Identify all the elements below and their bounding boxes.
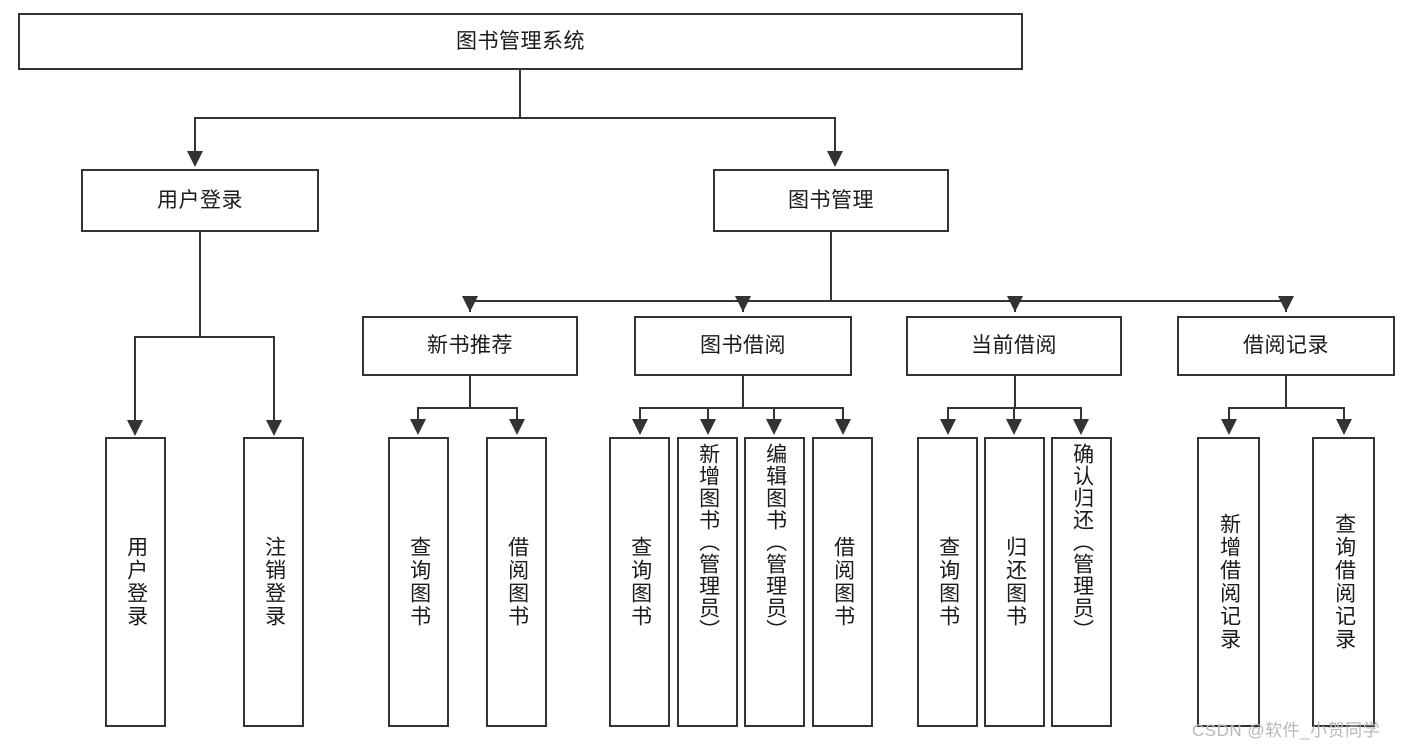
arrowhead-borrow-records (1278, 296, 1294, 312)
connector-bb-leaf-2 (707, 407, 709, 421)
connector-nb-leaf-2 (516, 407, 518, 421)
connector-br-leaf-1 (1228, 407, 1230, 421)
connector-bb-leaf-3 (773, 407, 775, 421)
leaf-add-book-admin[interactable]: 新增图书（管理员） (677, 437, 738, 727)
arrowhead-nb-leaf-1 (410, 419, 426, 435)
arrowhead-bb-leaf-3 (766, 419, 782, 435)
arrowhead-book-borrow (735, 296, 751, 312)
leaf-label: 借阅图书 (505, 536, 529, 628)
connector-borrow-records-stem (1285, 376, 1287, 408)
leaf-label: 编辑图书（管理员） (763, 443, 787, 641)
arrowhead-bb-leaf-2 (700, 419, 716, 435)
arrowhead-cb-leaf-3 (1073, 419, 1089, 435)
connector-user-login-bus (135, 336, 275, 338)
arrowhead-nb-leaf-2 (509, 419, 525, 435)
arrowhead-leaf-user-login (127, 420, 143, 436)
connector-book-management-bus (470, 300, 1286, 302)
leaf-return-book[interactable]: 归还图书 (984, 437, 1045, 727)
leaf-label: 借阅图书 (831, 536, 855, 628)
node-current-borrow[interactable]: 当前借阅 (906, 316, 1122, 376)
connector-current-borrow-stem (1014, 376, 1016, 408)
node-label: 新书推荐 (427, 334, 513, 358)
node-user-login[interactable]: 用户登录 (81, 169, 319, 232)
node-book-management[interactable]: 图书管理 (713, 169, 949, 232)
connector-book-management-stem (830, 232, 832, 301)
arrowhead-br-leaf-2 (1336, 419, 1352, 435)
connector-nb-leaf-1 (417, 407, 419, 421)
connector-user-login-leaf-2 (273, 336, 275, 422)
leaf-query-book-recommend[interactable]: 查询图书 (388, 437, 449, 727)
connector-root-bus (195, 117, 835, 119)
connector-root-to-book-management (834, 117, 836, 153)
arrowhead-leaf-logout (266, 420, 282, 436)
leaf-query-book-current[interactable]: 查询图书 (917, 437, 978, 727)
node-book-borrow[interactable]: 图书借阅 (634, 316, 852, 376)
leaf-label: 查询图书 (407, 536, 431, 628)
arrowhead-user-login (187, 151, 203, 167)
node-label: 图书借阅 (700, 334, 786, 358)
leaf-label: 用户登录 (124, 536, 148, 628)
node-label: 图书管理系统 (456, 29, 585, 53)
arrowhead-bb-leaf-4 (835, 419, 851, 435)
leaf-query-book-borrow[interactable]: 查询图书 (609, 437, 670, 727)
leaf-label: 注销登录 (262, 536, 286, 628)
connector-new-book-bus (418, 407, 518, 409)
arrowhead-cb-leaf-1 (940, 419, 956, 435)
node-label: 当前借阅 (971, 334, 1057, 358)
arrowhead-book-management (827, 151, 843, 167)
connector-book-borrow-stem (742, 376, 744, 408)
leaf-borrow-book-recommend[interactable]: 借阅图书 (486, 437, 547, 727)
leaf-confirm-return-admin[interactable]: 确认归还（管理员） (1051, 437, 1112, 727)
connector-cb-leaf-3 (1080, 407, 1082, 421)
connector-bb-leaf-1 (639, 407, 641, 421)
leaf-add-borrow-record[interactable]: 新增借阅记录 (1197, 437, 1260, 727)
connector-root-stem (519, 70, 521, 118)
leaf-logout[interactable]: 注销登录 (243, 437, 304, 727)
leaf-label: 新增图书（管理员） (696, 443, 720, 641)
node-label: 图书管理 (788, 188, 874, 212)
arrowhead-current-borrow (1007, 296, 1023, 312)
arrowhead-new-book-recommend (462, 296, 478, 312)
leaf-query-borrow-record[interactable]: 查询借阅记录 (1312, 437, 1375, 727)
csdn-watermark: CSDN @软件_小贺同学 (1192, 721, 1381, 740)
connector-book-borrow-bus (640, 407, 844, 409)
leaf-label: 查询图书 (936, 536, 960, 628)
arrowhead-bb-leaf-1 (632, 419, 648, 435)
leaf-label: 新增借阅记录 (1217, 513, 1241, 651)
node-label: 借阅记录 (1243, 334, 1329, 358)
node-borrow-records[interactable]: 借阅记录 (1177, 316, 1395, 376)
connector-cb-leaf-2 (1013, 407, 1015, 421)
connector-new-book-stem (469, 376, 471, 408)
node-label: 用户登录 (157, 188, 243, 212)
leaf-label: 查询图书 (628, 536, 652, 628)
node-root-book-management-system[interactable]: 图书管理系统 (18, 13, 1023, 70)
leaf-edit-book-admin[interactable]: 编辑图书（管理员） (744, 437, 805, 727)
connector-bb-leaf-4 (842, 407, 844, 421)
leaf-borrow-book[interactable]: 借阅图书 (812, 437, 873, 727)
leaf-label: 查询借阅记录 (1332, 513, 1356, 651)
connector-current-borrow-bus (948, 407, 1082, 409)
arrowhead-br-leaf-1 (1221, 419, 1237, 435)
leaf-user-login[interactable]: 用户登录 (105, 437, 166, 727)
leaf-label: 确认归还（管理员） (1070, 443, 1094, 641)
node-new-book-recommend[interactable]: 新书推荐 (362, 316, 578, 376)
connector-br-leaf-2 (1343, 407, 1345, 421)
connector-cb-leaf-1 (947, 407, 949, 421)
connector-user-login-stem (199, 232, 201, 337)
leaf-label: 归还图书 (1003, 536, 1027, 628)
arrowhead-cb-leaf-2 (1006, 419, 1022, 435)
connector-borrow-records-bus (1229, 407, 1345, 409)
connector-root-to-user-login (194, 117, 196, 153)
connector-user-login-leaf-1 (134, 336, 136, 422)
